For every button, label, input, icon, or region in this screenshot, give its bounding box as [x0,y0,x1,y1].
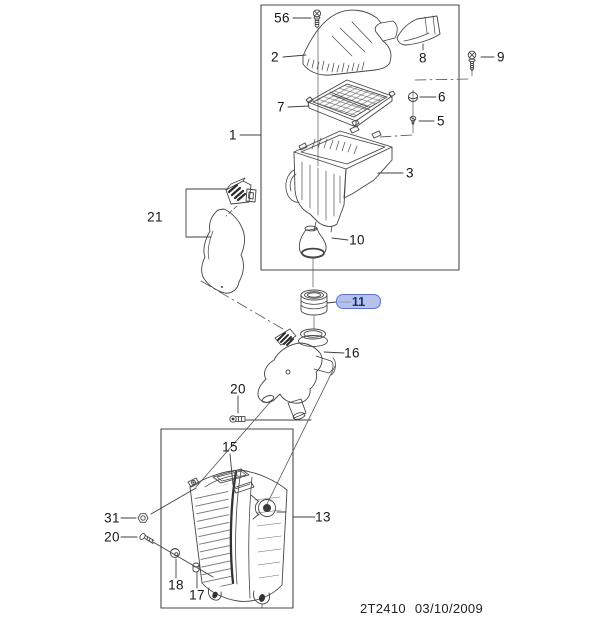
screw-56 [312,9,322,29]
assembly-box-1 [260,4,460,271]
intake-duct-21 [201,208,245,294]
air-cleaner-cover-2 [302,9,398,76]
part-label-20-upper[interactable]: 20 [230,381,246,397]
elbow-duct-10 [298,225,327,259]
nut-31 [137,513,149,523]
part-label-2[interactable]: 2 [271,49,279,65]
part-label-8[interactable]: 8 [419,50,427,66]
bolt-20-upper [229,415,246,423]
bolt-20-lower [139,532,155,544]
part-label-7[interactable]: 7 [277,99,285,115]
air-cleaner-housing-3 [285,125,393,233]
resonator-duct-16 [257,328,336,420]
bracket-15 [232,481,255,494]
air-filter-element-7 [305,79,396,128]
part-label-13[interactable]: 13 [315,509,331,525]
part-label-9[interactable]: 9 [497,49,505,65]
part-label-17[interactable]: 17 [189,587,205,603]
part-label-56[interactable]: 56 [274,10,290,26]
part-label-31[interactable]: 31 [104,510,120,526]
part-label-18[interactable]: 18 [168,577,184,593]
part-label-21[interactable]: 21 [147,209,163,225]
part-label-5[interactable]: 5 [437,113,445,129]
part-label-15[interactable]: 15 [222,439,238,455]
grommet-6 [407,90,419,103]
part-label-6[interactable]: 6 [438,89,446,105]
part-label-16[interactable]: 16 [344,345,360,361]
highlighted-part-label-11[interactable]: 11 [336,294,381,309]
footer-info: 2T2410 03/10/2009 [360,601,492,616]
bolt-9 [467,50,477,72]
screw-5 [409,115,417,125]
leader-lines [120,17,495,589]
part-label-20-lower[interactable]: 20 [104,529,120,545]
resonator-13 [187,468,288,609]
snorkel-clamp-21 [225,177,257,205]
part-label-3[interactable]: 3 [406,165,414,181]
doc-date: 03/10/2009 [414,601,483,616]
part-label-1[interactable]: 1 [229,127,237,143]
seal-ring-11 [300,289,328,316]
intake-duct-8 [396,15,441,46]
doc-code: 2T2410 [360,601,406,616]
grommet-18 [170,548,180,558]
assembly-box-13 [160,428,294,609]
part-label-10[interactable]: 10 [349,232,365,248]
bushing-17 [192,562,200,573]
projection-lines [195,27,473,507]
centerlines-dashdot [200,78,471,330]
